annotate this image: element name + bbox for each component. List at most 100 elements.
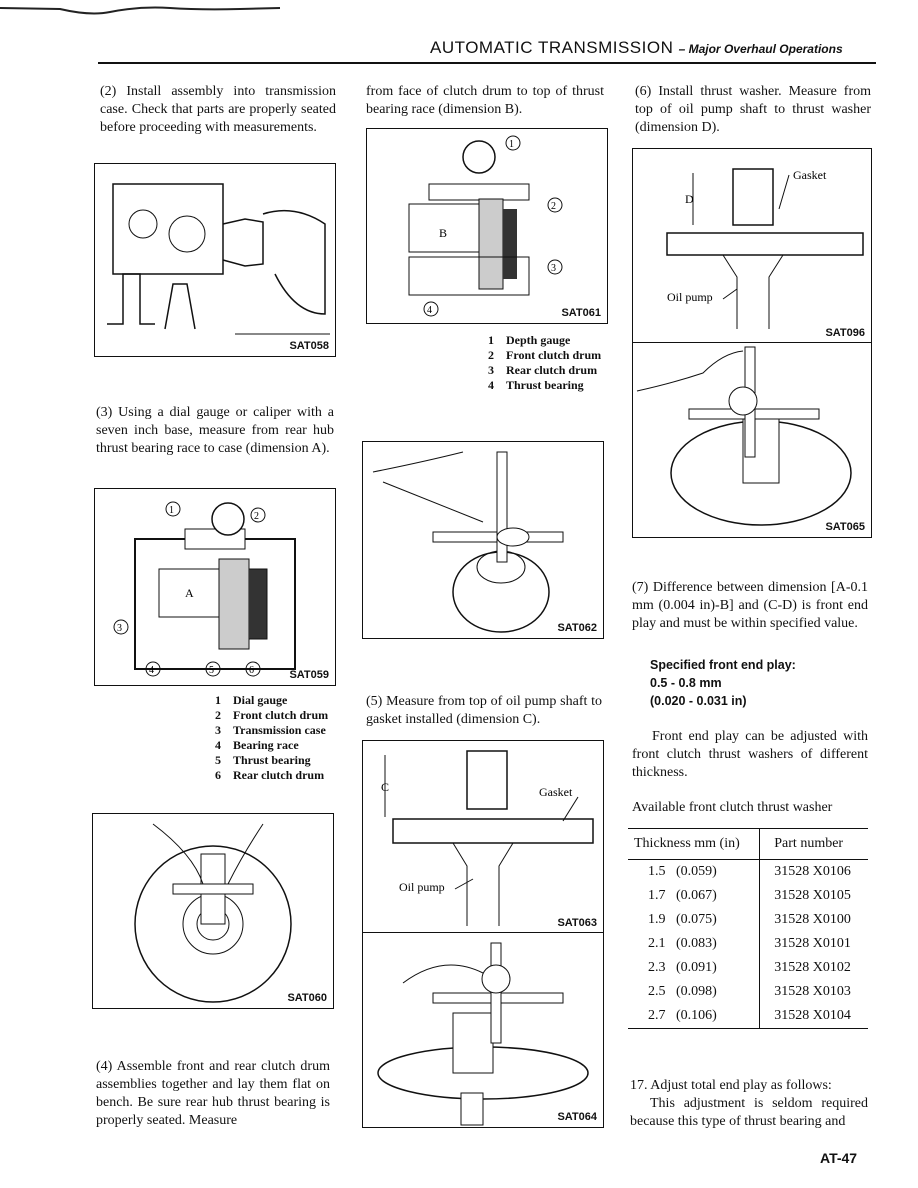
gasket-label: Gasket — [539, 785, 573, 799]
svg-text:2: 2 — [254, 511, 259, 522]
table-row: 1.9 (0.075) 31528 X0100 — [628, 908, 868, 932]
svg-text:3: 3 — [117, 623, 122, 634]
thickness-in: (0.067) — [676, 888, 717, 903]
header-rule — [98, 62, 876, 64]
header-subtitle: – Major Overhaul Operations — [678, 42, 843, 56]
figure-sat062: SAT062 — [362, 441, 604, 639]
thickness-in: (0.098) — [676, 984, 717, 999]
legend-item: Front clutch drum — [233, 708, 329, 722]
depth-gauge-on-oil-pump-illustration — [377, 942, 589, 1126]
legend-item: Rear clutch drum — [233, 768, 325, 782]
depth-gauge-thrust-washer-illustration — [636, 346, 852, 526]
thickness-mm: 2.5 — [648, 984, 666, 999]
figure-sat059: A 1 2 3 4 5 6 SAT059 — [94, 488, 336, 686]
transmission-case-illustration — [107, 183, 330, 335]
table-title: Available front clutch thrust washer — [632, 800, 833, 815]
svg-text:1: 1 — [509, 139, 514, 150]
table-row: 2.1 (0.083) 31528 X0101 — [628, 932, 868, 956]
dimension-b-label: B — [439, 226, 447, 240]
figure-sat096: D Gasket Oil pump SAT096 — [632, 148, 872, 344]
svg-text:1: 1 — [169, 505, 174, 516]
page-number: AT-47 — [820, 1150, 858, 1166]
figure-code: SAT060 — [287, 992, 327, 1004]
figure-code: SAT059 — [289, 669, 329, 681]
dimension-d-label: D — [685, 192, 694, 206]
table-row: 1.7 (0.067) 31528 X0105 — [628, 884, 868, 908]
step-2-text: (2) Install assembly into transmission c… — [100, 84, 336, 135]
figure-code: SAT063 — [557, 917, 597, 929]
figure-sat058: SAT058 — [94, 163, 336, 357]
top-scribble — [0, 6, 281, 15]
figure-code: SAT064 — [557, 1111, 597, 1123]
thickness-in: (0.083) — [676, 936, 717, 951]
oil-pump-dimension-c-diagram: C Gasket Oil pump — [381, 750, 594, 926]
svg-text:5: 5 — [209, 665, 214, 676]
svg-text:4: 4 — [427, 305, 432, 316]
step-4-continued-text: from face of clutch drum to top of thrus… — [366, 84, 604, 117]
specified-end-play: Specified front end play: 0.5 - 0.8 mm (… — [650, 656, 796, 710]
depth-gauge-on-drum-illustration — [372, 451, 564, 633]
spec-title: Specified front end play: — [650, 658, 796, 672]
table-row: 2.5 (0.098) 31528 X0103 — [628, 980, 868, 1004]
legend-item: Thrust bearing — [233, 753, 311, 767]
figure-sat064: SAT064 — [362, 932, 604, 1128]
spec-mm: 0.5 - 0.8 mm — [650, 676, 722, 690]
caliper-on-case-illustration — [134, 823, 292, 1003]
legend-item: Rear clutch drum — [506, 363, 598, 377]
part-number: 31528 X0102 — [759, 956, 868, 980]
step-5-text: (5) Measure from top of oil pump shaft t… — [366, 694, 602, 727]
dimension-a-label: A — [185, 586, 194, 600]
step-7-text: (7) Difference between dimension [A-0.1 … — [632, 580, 868, 631]
part-number: 31528 X0101 — [759, 932, 868, 956]
part-number: 31528 X0100 — [759, 908, 868, 932]
step-6-text: (6) Install thrust washer. Measure from … — [635, 84, 871, 135]
figure-sat060: SAT060 — [92, 813, 334, 1009]
part-number: 31528 X0106 — [759, 859, 868, 884]
svg-text:2: 2 — [551, 201, 556, 212]
thickness-mm: 1.5 — [648, 864, 666, 879]
thickness-mm: 1.7 — [648, 888, 666, 903]
legend-item: Depth gauge — [506, 333, 571, 347]
step-17-text: 17. Adjust total end play as follows: — [630, 1078, 832, 1093]
legend-item: Thrust bearing — [506, 378, 584, 392]
thickness-mm: 2.1 — [648, 936, 666, 951]
legend-item: Bearing race — [233, 738, 299, 752]
table-header-thickness: Thickness mm (in) — [628, 828, 760, 860]
thickness-mm: 2.7 — [648, 1008, 666, 1023]
thickness-in: (0.091) — [676, 960, 717, 975]
thickness-mm: 2.3 — [648, 960, 666, 975]
step-17-continued-text: This adjustment is seldom required becau… — [630, 1096, 868, 1129]
figure-code: SAT061 — [561, 307, 601, 319]
thickness-in: (0.059) — [676, 864, 717, 879]
thickness-in: (0.075) — [676, 912, 717, 927]
table-row: 1.5 (0.059) 31528 X0106 — [628, 859, 868, 884]
page-header: AUTOMATIC TRANSMISSION – Major Overhaul … — [430, 38, 843, 58]
oil-pump-label: Oil pump — [399, 880, 445, 894]
svg-text:4: 4 — [149, 665, 154, 676]
legend-item: Transmission case — [233, 723, 326, 737]
header-title: AUTOMATIC TRANSMISSION — [430, 38, 674, 57]
thickness-in: (0.106) — [676, 1008, 717, 1023]
figure-code: SAT058 — [289, 340, 329, 352]
depth-gauge-clutch-diagram: B 1 2 3 4 — [408, 135, 563, 317]
svg-text:6: 6 — [249, 665, 254, 676]
spec-in: (0.020 - 0.031 in) — [650, 694, 747, 708]
thickness-mm: 1.9 — [648, 912, 666, 927]
figure-sat065: SAT065 — [632, 342, 872, 538]
figure-code: SAT062 — [557, 622, 597, 634]
step-3-text: (3) Using a dial gauge or caliper with a… — [96, 405, 334, 456]
oil-pump-label: Oil pump — [667, 290, 713, 304]
table-row: 2.7 (0.106) 31528 X0104 — [628, 1004, 868, 1029]
gasket-label: Gasket — [793, 168, 827, 182]
legend-item: Front clutch drum — [506, 348, 602, 362]
step-4-text: (4) Assemble front and rear clutch drum … — [96, 1059, 330, 1128]
part-number: 31528 X0104 — [759, 1004, 868, 1029]
dimension-c-label: C — [381, 780, 389, 794]
table-row: 2.3 (0.091) 31528 X0102 — [628, 956, 868, 980]
table-header-part-number: Part number — [759, 828, 868, 860]
figure-sat061: B 1 2 3 4 SAT061 — [366, 128, 608, 324]
oil-pump-dimension-d-diagram: D Gasket Oil pump — [666, 168, 864, 329]
thrust-washer-table: Thickness mm (in) Part number 1.5 (0.059… — [628, 828, 868, 1029]
